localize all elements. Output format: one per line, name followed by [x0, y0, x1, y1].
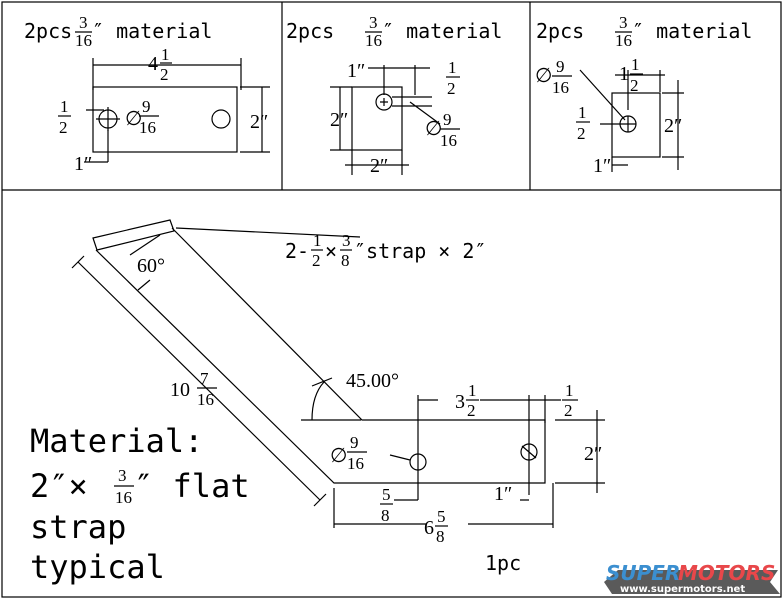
dimension-text: 1	[468, 381, 477, 400]
drawing-line	[604, 570, 780, 594]
dimension-text: 2″	[330, 109, 348, 131]
dimension-text: 16	[347, 454, 364, 473]
qty-label: 2pcs	[24, 19, 72, 43]
dimension-text: Material:	[30, 422, 203, 460]
dimension-text: 60°	[137, 255, 165, 277]
dimension-text: 16	[615, 31, 632, 50]
symbol-text: ∅	[425, 118, 442, 140]
dimension-text: 3	[455, 391, 465, 413]
dimension-text: 1pc	[485, 551, 521, 575]
symbol-text: ×	[325, 239, 337, 263]
symbol-text: ∅	[535, 65, 552, 87]
dimension-text: 45.00°	[346, 370, 399, 392]
dimension-text: 5	[382, 485, 391, 504]
dimension-text: 2	[467, 401, 476, 420]
drawing-line	[96, 107, 120, 131]
dimension-text: 4	[148, 53, 158, 75]
dimension-text: 7	[200, 369, 209, 388]
dimension-text: 2pcs	[536, 19, 584, 43]
supermotors-logo: SUPER MOTORS www.supermotors.net	[598, 560, 780, 596]
drawing-line	[71, 227, 361, 507]
drawing-line	[579, 69, 684, 172]
dimension-text: 1	[448, 58, 457, 77]
dimension-text: 2	[160, 65, 169, 84]
bracket-outline	[95, 227, 546, 484]
dimension-text: 3	[118, 466, 127, 485]
strap-tab	[92, 219, 175, 251]
dimension-text: 2	[312, 251, 321, 270]
dimension-text: 16	[365, 31, 382, 50]
thickness-den: 16	[75, 31, 92, 50]
dimension-text: 1	[631, 55, 640, 74]
dimension-text: strap	[30, 508, 126, 546]
dimension-text: 2pcs	[286, 19, 334, 43]
dimension-text: 2″	[584, 443, 602, 465]
dimension-text: 1	[60, 97, 69, 116]
dimension-text: 1	[619, 63, 629, 85]
dimension-text: 2″	[664, 115, 682, 137]
dimension-text: 2	[564, 401, 573, 420]
panel-3: 2pcs 3 16 ″ material 1 1 2 1 2 2″ 1″ ∅ 9…	[535, 13, 752, 177]
dimension-text: 2-	[285, 239, 309, 263]
dimension-text: www.supermotors.net	[620, 584, 745, 595]
dimension-text: 3	[369, 13, 378, 32]
dimension-text: 2	[630, 76, 639, 95]
main-bracket: 2- 1 2 × 3 8 ″strap × 2″ 60° 45.00° 10 7…	[71, 219, 605, 575]
drawing-line	[330, 65, 441, 175]
dimension-text: 8	[436, 527, 445, 546]
dimension-text: 9	[350, 433, 359, 452]
drawing-line	[84, 58, 270, 163]
panel-1: 2pcs 3 16 ″ material 4 1 2 1 2 2″ 1″ ∅ 9…	[24, 13, 270, 175]
dimension-text: 1″	[74, 153, 92, 175]
dimension-text: 1	[313, 231, 322, 250]
symbol-text: ∅	[125, 108, 142, 130]
dimension-text: 16	[115, 488, 132, 507]
dimension-text: SUPER	[606, 561, 680, 585]
hole	[211, 109, 231, 129]
dimension-text: 5	[437, 507, 446, 526]
dimension-text: 9	[556, 57, 565, 76]
dimension-text: ″strap × 2″	[354, 239, 486, 263]
material-label: ″ material	[92, 19, 212, 43]
dimension-text: 16	[139, 118, 156, 137]
plate	[351, 86, 403, 151]
dimension-text: 2	[447, 79, 456, 98]
dimension-text: 2″	[370, 155, 388, 177]
dimension-text: 2	[577, 124, 586, 143]
dimension-text: 16	[440, 131, 457, 150]
dimension-text: 1	[161, 45, 170, 64]
dimension-text: 9	[443, 110, 452, 129]
dimension-text: 3	[342, 231, 351, 250]
dimension-text: 6	[424, 517, 434, 539]
dimension-text: 2″	[250, 111, 268, 133]
dimension-text: 1	[565, 381, 574, 400]
dimension-text: typical	[30, 548, 165, 586]
plate	[92, 86, 238, 153]
dimension-text: 3	[619, 13, 628, 32]
dimension-text: 1″	[347, 60, 365, 82]
dimension-text: ″ flat	[134, 467, 250, 505]
dimension-text: 1	[578, 103, 587, 122]
dimension-text: 1″	[593, 155, 611, 177]
dimension-text: MOTORS	[678, 561, 775, 585]
dimension-text: 8	[341, 251, 350, 270]
dimension-text: 10	[170, 379, 190, 401]
dimension-text: 16	[197, 390, 214, 409]
material-note: Material: 2″× 3 16 ″ flat strap typical	[30, 422, 250, 586]
dimension-text: 1″	[494, 483, 512, 505]
panel-2: 2pcs 3 16 ″ material 1″ 1 2 2″ 2″ ∅ 9 16	[286, 13, 502, 177]
thickness-num: 3	[79, 13, 88, 32]
dimension-text: 9	[142, 97, 151, 116]
plate	[611, 92, 661, 158]
dimension-text: 2	[59, 118, 68, 137]
drawing-line	[333, 395, 605, 528]
dimension-text: 8	[381, 506, 390, 525]
dimension-text: 16	[552, 78, 569, 97]
dimension-text: ″ material	[632, 19, 752, 43]
dimension-text: ″ material	[382, 19, 502, 43]
symbol-text: ∅	[330, 445, 347, 467]
dimension-text: 2″×	[30, 467, 88, 505]
